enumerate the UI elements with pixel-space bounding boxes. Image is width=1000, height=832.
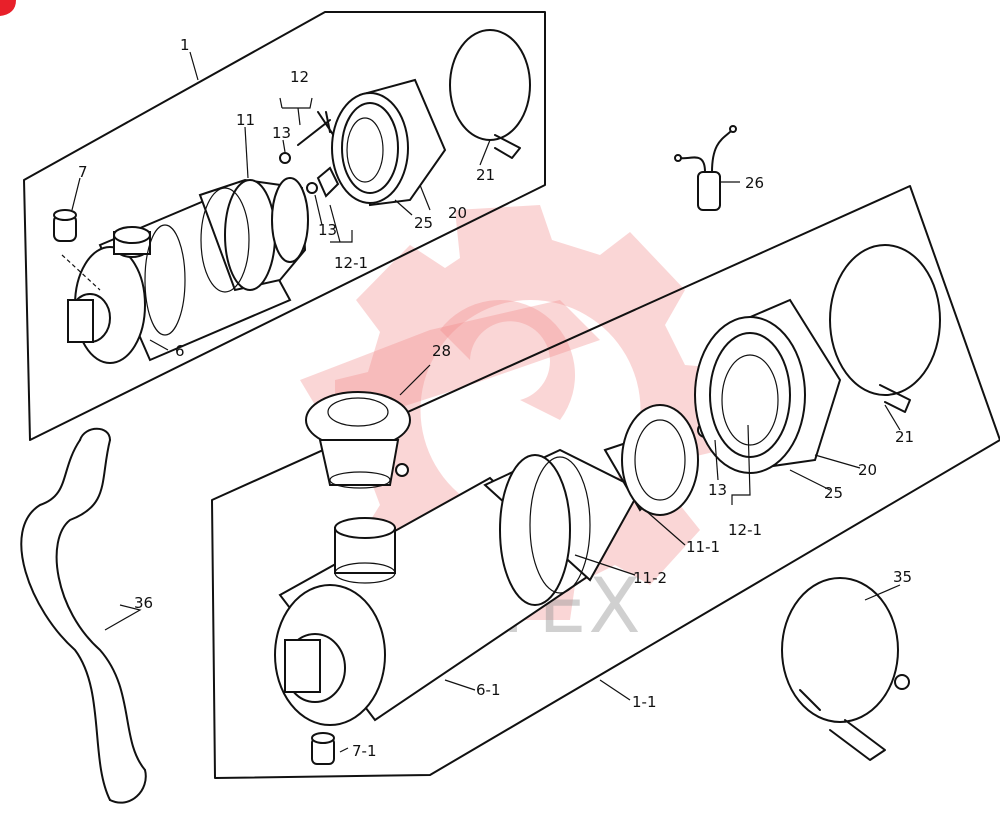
vacuator-valve-7-1: [311, 732, 335, 765]
precleaner-cap-28: [305, 391, 411, 489]
callout-20-lower: 20: [858, 461, 877, 479]
callout-1-1: 1-1: [632, 693, 657, 711]
corner-marker: [0, 0, 16, 16]
band-clamp-21-lower: [829, 244, 941, 413]
callout-11-1: 11-1: [686, 538, 720, 556]
restriction-indicator-26: [674, 125, 737, 211]
callout-12-1-lower: 12-1: [728, 521, 762, 539]
callout-13-upper-b: 13: [318, 221, 337, 239]
callout-1: 1: [180, 36, 190, 54]
end-cap-20: [331, 78, 447, 207]
band-clamp-21: [449, 29, 531, 159]
callout-13-lower: 13: [708, 481, 727, 499]
callout-20-upper: 20: [448, 204, 467, 222]
mounting-band-35: [781, 577, 910, 761]
callout-21-lower: 21: [895, 428, 914, 446]
callout-6: 6: [175, 342, 185, 360]
filter-element-11: [198, 177, 309, 293]
inner-element-11-1: [603, 404, 699, 516]
callout-12-1-upper: 12-1: [334, 254, 368, 272]
callout-26: 26: [745, 174, 764, 192]
callout-13-upper-a: 13: [272, 124, 291, 142]
callout-25-lower: 25: [824, 484, 843, 502]
lower-assembly-frame: [211, 185, 1000, 779]
callout-12: 12: [290, 68, 309, 86]
callout-7: 7: [78, 163, 88, 181]
callout-28: 28: [432, 342, 451, 360]
end-cap-20-lower: [694, 298, 842, 474]
upper-assembly-frame: [23, 11, 546, 441]
callout-11: 11: [236, 111, 255, 129]
leader-lines: [71, 51, 901, 753]
callout-35: 35: [893, 568, 912, 586]
callout-7-1: 7-1: [352, 742, 377, 760]
intake-hose-36: [20, 427, 147, 804]
filter-element-11-2: [483, 448, 642, 606]
wing-bolt-12: [279, 111, 340, 198]
callout-6-1: 6-1: [476, 681, 501, 699]
callout-11-2: 11-2: [633, 569, 667, 587]
callout-25-upper: 25: [414, 214, 433, 232]
callout-21-upper: 21: [476, 166, 495, 184]
callout-36: 36: [134, 594, 153, 612]
vacuator-valve-7: [53, 209, 101, 291]
air-cleaner-body-6: [67, 188, 292, 364]
